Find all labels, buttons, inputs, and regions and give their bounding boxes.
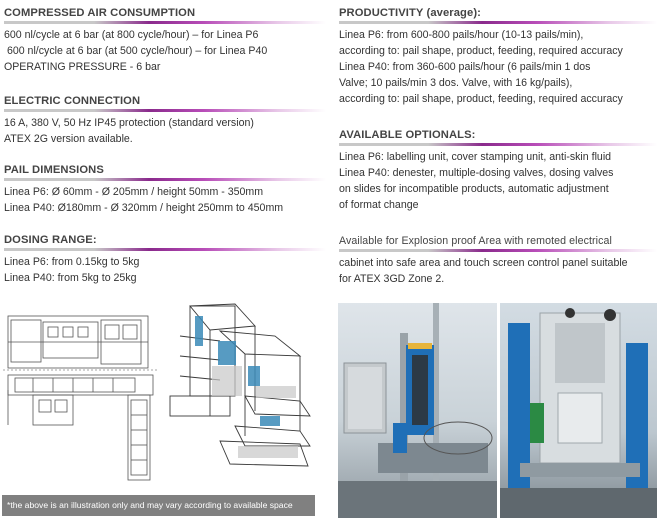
left-column: COMPRESSED AIR CONSUMPTION 600 nl/cycle … xyxy=(4,0,326,526)
text-line: cabinet into safe area and touch screen … xyxy=(339,257,628,269)
section-title: DOSING RANGE: xyxy=(4,234,97,246)
text-line: on slides for incompatible products, aut… xyxy=(339,183,609,195)
section-productivity: PRODUCTIVITY (average): Linea P6: from 6… xyxy=(339,7,657,107)
section-title: PRODUCTIVITY (average): xyxy=(339,7,481,19)
text-line: according to: pail shape, product, feedi… xyxy=(339,93,623,105)
machine-3d-render xyxy=(160,296,320,492)
text-line: according to: pail shape, product, feedi… xyxy=(339,45,623,57)
right-column: PRODUCTIVITY (average): Linea P6: from 6… xyxy=(339,0,657,300)
section-rule xyxy=(339,21,657,24)
text-line: Linea P6: labelling unit, cover stamping… xyxy=(339,151,612,163)
section-title: AVAILABLE OPTIONALS: xyxy=(339,129,476,141)
section-rule xyxy=(339,143,657,146)
section-title: ELECTRIC CONNECTION xyxy=(4,95,141,107)
machine-photo-left-svg xyxy=(338,303,497,518)
text-line: Linea P40: denester, multiple-dosing val… xyxy=(339,167,614,179)
text-line: 16 A, 380 V, 50 Hz IP45 protection (stan… xyxy=(4,117,254,129)
machine-photo-left xyxy=(338,303,497,518)
machine-3d-svg xyxy=(169,303,311,467)
section-title: Available for Explosion proof Area with … xyxy=(339,235,612,247)
section-electric: ELECTRIC CONNECTION 16 A, 380 V, 50 Hz I… xyxy=(4,95,326,147)
text-line: Linea P6: from 600-800 pails/hour (10-13… xyxy=(339,29,584,41)
text-line: Linea P40: Ø180mm - Ø 320mm / height 250… xyxy=(4,202,284,214)
text-line: Linea P6: from 0.15kg to 5kg xyxy=(4,256,140,268)
machine-photo-right-svg xyxy=(500,308,657,518)
text-line: Linea P40: from 360-600 pails/hour (6 pa… xyxy=(339,61,591,73)
section-rule xyxy=(4,21,326,24)
text-line: Linea P6: Ø 60mm - Ø 205mm / height 50mm… xyxy=(4,186,264,198)
section-title: COMPRESSED AIR CONSUMPTION xyxy=(4,7,196,19)
section-dosing-range: DOSING RANGE: Linea P6: from 0.15kg to 5… xyxy=(4,234,326,286)
text-line: ATEX 2G version available. xyxy=(4,133,133,145)
text-line: 600 nl/cycle at 6 bar (at 800 cycle/hour… xyxy=(4,29,259,41)
section-pail-dimensions: PAIL DIMENSIONS Linea P6: Ø 60mm - Ø 205… xyxy=(4,164,326,216)
section-rule xyxy=(4,178,326,181)
section-optionals: AVAILABLE OPTIONALS: Linea P6: labelling… xyxy=(339,129,657,213)
section-explosion-proof: Available for Explosion proof Area with … xyxy=(339,235,657,287)
text-line: Valve; 10 pails/min 3 dos. Valve, with 1… xyxy=(339,77,573,89)
text-line: 600 nl/cycle at 6 bar (at 500 cycle/hour… xyxy=(4,45,268,57)
section-rule xyxy=(4,248,326,251)
machine-photo-right xyxy=(500,303,657,518)
section-rule xyxy=(339,249,657,252)
layout-drawing-image xyxy=(3,300,158,490)
section-rule xyxy=(4,109,326,112)
section-title: PAIL DIMENSIONS xyxy=(4,164,104,176)
text-line: Linea P40: from 5kg to 25kg xyxy=(4,272,137,284)
section-compressed-air: COMPRESSED AIR CONSUMPTION 600 nl/cycle … xyxy=(4,7,326,75)
illustration-caption: *the above is an illustration only and m… xyxy=(2,495,315,516)
text-line: for ATEX 3GD Zone 2. xyxy=(339,273,445,285)
layout-drawing-svg xyxy=(3,315,158,481)
text-line: OPERATING PRESSURE - 6 bar xyxy=(4,61,161,73)
text-line: of format change xyxy=(339,199,419,211)
